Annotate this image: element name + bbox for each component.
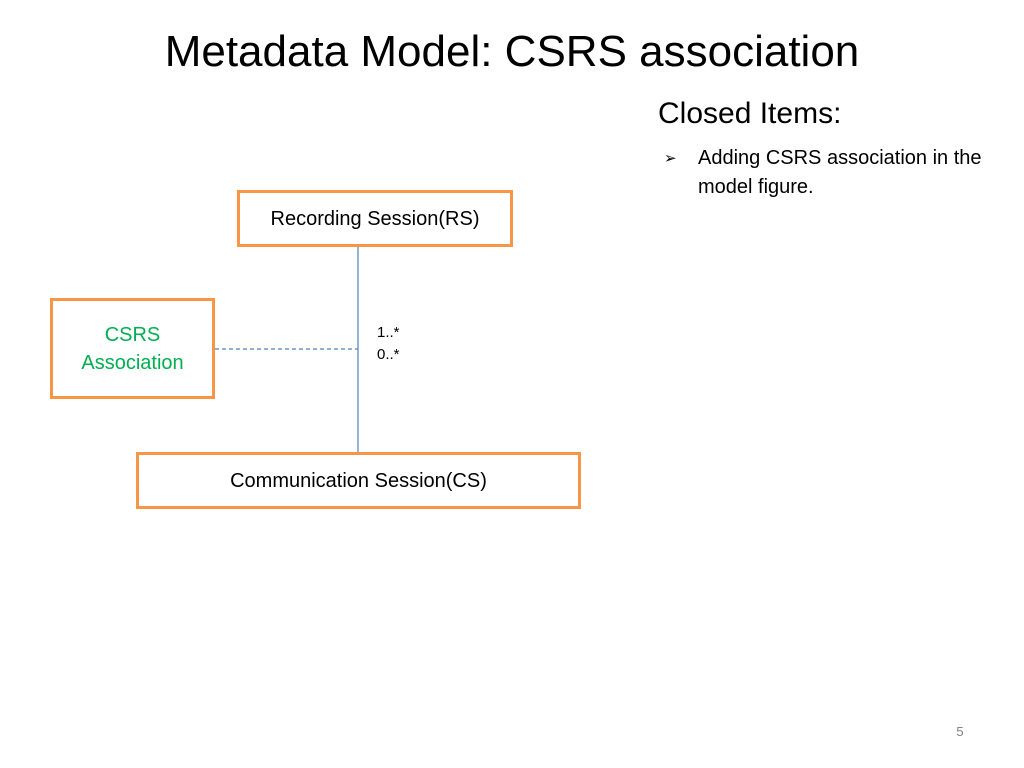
page-number: 5 <box>956 724 964 739</box>
closed-item-text: Adding CSRS association in the model fig… <box>698 147 982 198</box>
arrow-bullet-icon: ➢ <box>664 150 677 167</box>
closed-item-bullet: ➢ Adding CSRS association in the model f… <box>658 144 1008 202</box>
closed-items-panel: Closed Items: ➢ Adding CSRS association … <box>658 94 1008 202</box>
multiplicity-upper: 1..* <box>377 324 400 341</box>
csrs-association-box: CSRS Association <box>50 298 215 399</box>
multiplicity-lower: 0..* <box>377 346 400 363</box>
slide-title: Metadata Model: CSRS association <box>164 27 860 76</box>
communication-session-box: Communication Session(CS) <box>136 452 581 509</box>
recording-session-label: Recording Session(RS) <box>270 207 480 230</box>
csrs-association-label-line1: CSRS <box>104 323 161 346</box>
closed-items-heading: Closed Items: <box>658 97 842 130</box>
communication-session-label: Communication Session(CS) <box>230 469 487 492</box>
csrs-association-label-line2: Association <box>81 351 184 374</box>
recording-session-box: Recording Session(RS) <box>237 190 513 247</box>
multiplicity-labels: 1..* 0..* <box>377 322 400 366</box>
